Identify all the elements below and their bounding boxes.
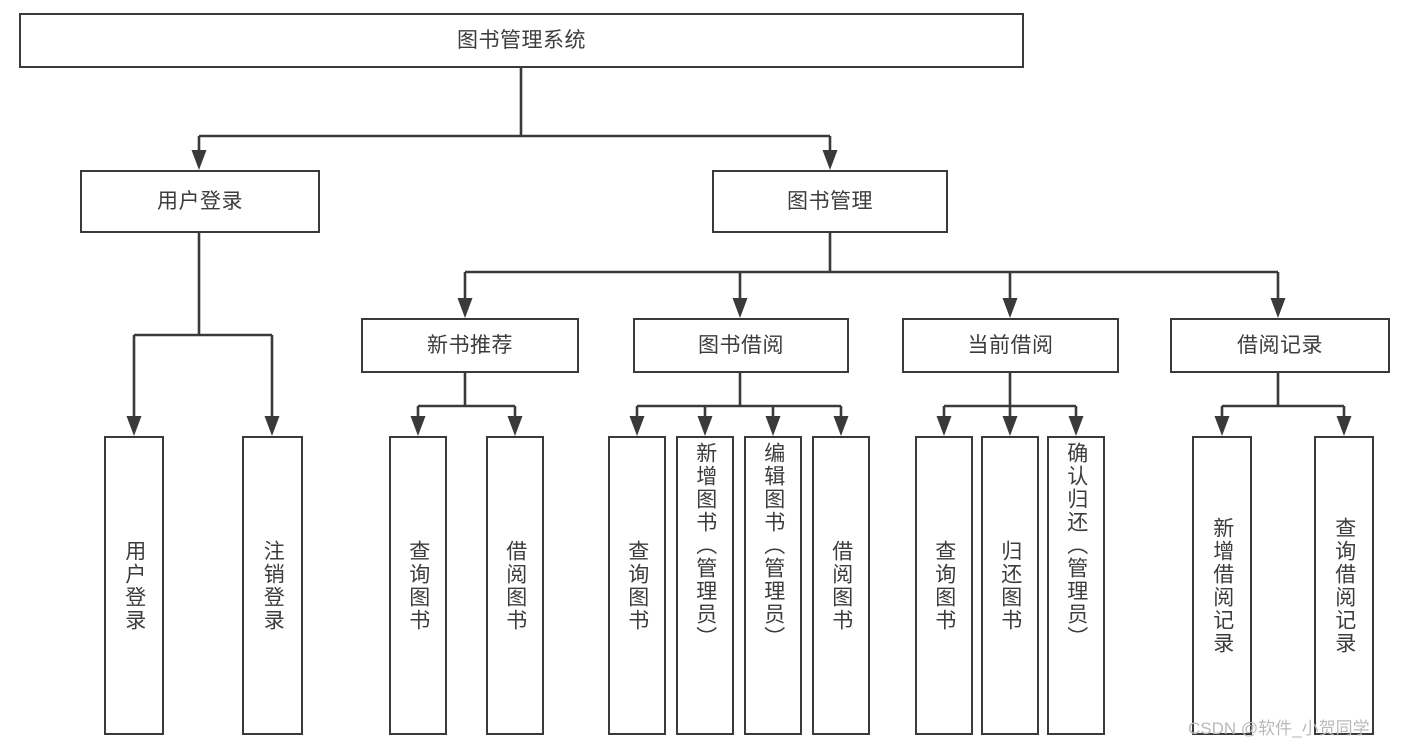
node-label-leaf-query-book-2: 查询图书 [625,539,649,632]
connector-arrow-new-book-recommend-leaf-borrow-book-1-head [507,416,523,436]
connector-arrow-book-borrow-leaf-query-book-2-head [629,416,645,436]
node-borrow-record[interactable]: 借阅记录 [1170,318,1390,373]
node-leaf-query-book-3[interactable]: 查询图书 [915,436,973,735]
connector-arrow-current-borrow-leaf-query-book-3-head [936,416,952,436]
node-label-leaf-borrow-book-2: 借阅图书 [829,539,853,632]
node-label-book-borrow: 图书借阅 [698,333,784,357]
node-label-leaf-query-book-1: 查询图书 [406,539,430,632]
node-label-leaf-query-book-3: 查询图书 [932,539,956,632]
node-leaf-confirm-return-admin[interactable]: 确认归还（管理员） [1047,436,1105,735]
node-label-book-manage: 图书管理 [787,189,873,213]
node-label-leaf-add-book-admin: 新增图书（管理员） [693,442,717,649]
node-label-leaf-add-borrow-record: 新增借阅记录 [1210,516,1234,655]
node-leaf-return-book[interactable]: 归还图书 [981,436,1039,735]
node-leaf-borrow-book-1[interactable]: 借阅图书 [486,436,544,735]
connector-arrow-book-manage-current-borrow-head [1002,298,1018,318]
connector-arrow-borrow-record-leaf-query-borrow-record-head [1336,416,1352,436]
node-leaf-logout-login[interactable]: 注销登录 [242,436,303,735]
node-current-borrow[interactable]: 当前借阅 [902,318,1119,373]
node-leaf-borrow-book-2[interactable]: 借阅图书 [812,436,870,735]
node-label-leaf-return-book: 归还图书 [998,539,1022,632]
node-book-manage[interactable]: 图书管理 [712,170,948,233]
connector-arrow-current-borrow-leaf-return-book-head [1002,416,1018,436]
node-leaf-query-book-2[interactable]: 查询图书 [608,436,666,735]
connector-arrow-book-borrow-leaf-edit-book-admin-head [765,416,781,436]
node-label-leaf-logout-login: 注销登录 [261,539,285,632]
connector-arrow-borrow-record-leaf-add-borrow-record-head [1214,416,1230,436]
node-leaf-add-book-admin[interactable]: 新增图书（管理员） [676,436,734,735]
node-label-leaf-borrow-book-1: 借阅图书 [503,539,527,632]
node-leaf-add-borrow-record[interactable]: 新增借阅记录 [1192,436,1252,735]
connector-arrow-book-manage-book-borrow-head [732,298,748,318]
node-label-user-login: 用户登录 [157,189,243,213]
connector-arrow-root-user-login-head [191,150,207,170]
node-leaf-query-borrow-record[interactable]: 查询借阅记录 [1314,436,1374,735]
node-label-leaf-user-login: 用户登录 [122,539,146,632]
connector-arrow-user-login-leaf-user-login-head [126,416,142,436]
node-leaf-user-login[interactable]: 用户登录 [104,436,164,735]
connector-arrow-current-borrow-leaf-confirm-return-admin-head [1068,416,1084,436]
connector-arrow-new-book-recommend-leaf-query-book-1-head [410,416,426,436]
node-user-login[interactable]: 用户登录 [80,170,320,233]
node-label-current-borrow: 当前借阅 [967,333,1054,357]
connector-arrow-book-borrow-leaf-add-book-admin-head [697,416,713,436]
connector-arrow-book-manage-borrow-record-head [1270,298,1286,318]
node-label-leaf-confirm-return-admin: 确认归还（管理员） [1064,442,1088,649]
node-label-leaf-query-borrow-record: 查询借阅记录 [1332,516,1356,655]
watermark-text: CSDN @软件_小贺同学 [1188,719,1370,738]
connector-arrow-book-manage-new-book-recommend-head [457,298,473,318]
node-label-borrow-record: 借阅记录 [1237,333,1323,357]
node-new-book-recommend[interactable]: 新书推荐 [361,318,579,373]
connector-arrow-user-login-leaf-logout-login-head [264,416,280,436]
node-label-root: 图书管理系统 [457,28,586,52]
node-book-borrow[interactable]: 图书借阅 [633,318,849,373]
node-root[interactable]: 图书管理系统 [19,13,1024,68]
node-label-new-book-recommend: 新书推荐 [427,333,513,357]
node-leaf-edit-book-admin[interactable]: 编辑图书（管理员） [744,436,802,735]
node-leaf-query-book-1[interactable]: 查询图书 [389,436,447,735]
connector-arrow-root-book-manage-head [822,150,838,170]
node-label-leaf-edit-book-admin: 编辑图书（管理员） [761,442,785,649]
connector-arrow-book-borrow-leaf-borrow-book-2-head [833,416,849,436]
